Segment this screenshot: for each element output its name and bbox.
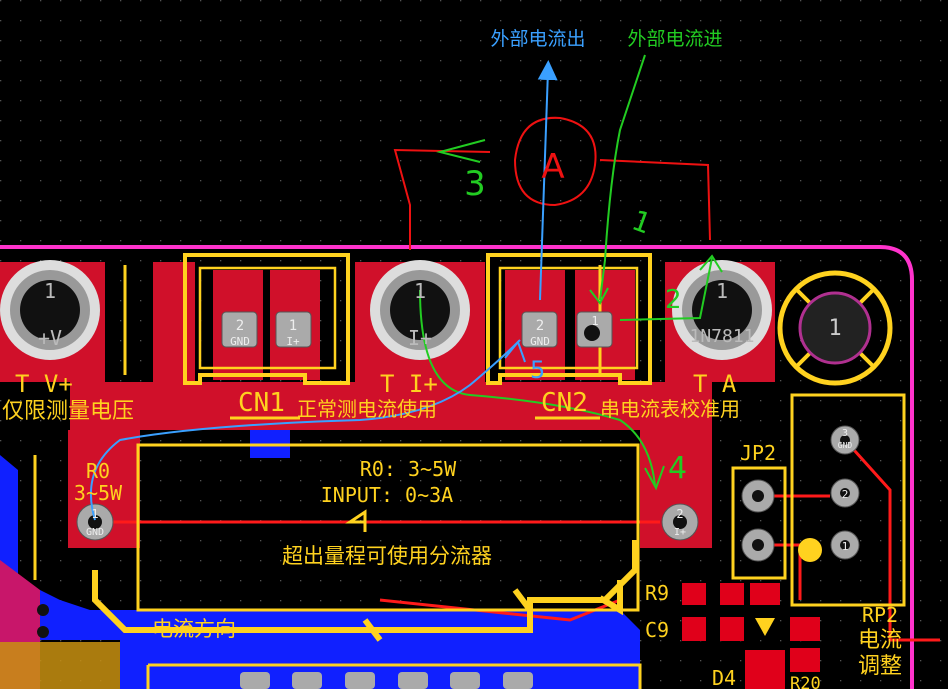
r0-pad1-number: 1 (91, 507, 98, 521)
r0-pad1-label: GND (86, 527, 104, 538)
label-r0-power: 3~5W (74, 481, 123, 505)
rp2-pad3-label: GND (838, 441, 853, 450)
annotation-blue (89, 60, 558, 521)
pad-tv-number: 1 (44, 279, 56, 303)
label-rp2: RP2 (862, 603, 898, 627)
label-shunt-note: 超出量程可使用分流器 (282, 544, 492, 568)
bottom-pads (240, 672, 533, 689)
label-ti: T I+ (380, 370, 438, 398)
diode-symbol (755, 618, 775, 636)
pad-holes (37, 325, 850, 638)
pad-ta-number: 1 (716, 279, 728, 303)
label-rp2-desc2: 调整 (858, 654, 902, 679)
label-cn2: CN2 (541, 388, 588, 418)
silkscreen-outlines (33, 253, 906, 689)
cn2-pad1-number: 1 (591, 314, 598, 328)
part-1n7811: 1N7811 (689, 326, 754, 347)
label-current-direction: 电流方向 (152, 617, 236, 641)
label-c9: C9 (645, 618, 669, 642)
label-r0-spec: R0: 3~5W (360, 457, 457, 481)
label-cn2-desc: 串电流表校准用 (600, 397, 740, 421)
label-input-spec: INPUT: 0~3A (321, 483, 453, 507)
label-jp2: JP2 (740, 441, 776, 465)
annotation-step-2: 2 (665, 285, 682, 315)
smd-pads (682, 583, 820, 689)
annotation-current-out: 外部电流出 (490, 28, 585, 50)
annotation-step-4: 4 (668, 451, 687, 486)
mounting-hole (777, 270, 893, 386)
label-tv: T V+ (15, 370, 73, 398)
pad-tv-label: +V (38, 326, 62, 350)
annotation-green (419, 54, 723, 491)
cn1-pad1-label: I+ (286, 335, 300, 348)
cn1-pad2-number: 2 (236, 318, 244, 334)
pad-ta (672, 260, 772, 360)
annotation-step-5: 5 (530, 356, 545, 384)
rp2-pad3-number: 3 (842, 428, 848, 439)
label-d4: D4 (712, 666, 736, 689)
rp2-pad1-number: 1 (842, 540, 849, 553)
label-rp2-desc1: 电流 (858, 628, 902, 653)
label-ta: T A (693, 370, 737, 398)
mounting-hole-number: 1 (828, 316, 841, 341)
cn2-pad2-label: GND (530, 335, 550, 348)
pad-ti-number: 1 (414, 279, 426, 303)
label-cn1-desc: 正常测电流使用 (297, 397, 437, 421)
annotation-current-in: 外部电流进 (627, 28, 722, 50)
annotation-meter-symbol: A (541, 147, 564, 187)
cn1-pad2-label: GND (230, 335, 250, 348)
r0-pad2-label: I+ (674, 527, 686, 538)
pad-ti-label: I+ (408, 326, 432, 350)
pad-rp2-extra (798, 538, 822, 562)
annotation-step-3: 3 (464, 164, 486, 204)
label-r20: R20 (790, 674, 821, 689)
label-r0: R0 (86, 459, 110, 483)
rp2-pad2-number: 2 (842, 488, 849, 501)
cn1-pad1-number: 1 (289, 318, 297, 334)
label-r9: R9 (645, 581, 669, 605)
label-cn1: CN1 (238, 388, 285, 418)
board-outline (0, 245, 914, 689)
pad-tv (0, 260, 100, 360)
r0-pad2-number: 2 (676, 507, 683, 521)
cn2-pad2-number: 2 (536, 318, 544, 334)
label-voltage-only: 仅限测量电压 (2, 399, 134, 424)
